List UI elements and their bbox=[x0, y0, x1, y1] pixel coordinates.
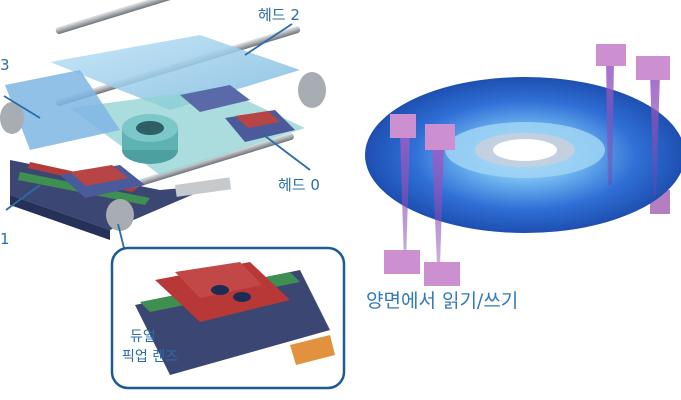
pickup-head-0-red bbox=[235, 111, 280, 128]
caption-two-sided-read-write: 양면에서 읽기/쓰기 bbox=[366, 290, 519, 312]
label-head-3: 3 bbox=[0, 56, 10, 74]
spindle-hub bbox=[136, 121, 164, 135]
teal-disc-plate bbox=[70, 88, 305, 175]
inset-connector bbox=[290, 335, 335, 365]
bracket-right bbox=[175, 177, 232, 197]
laser-beam-left-a bbox=[400, 132, 410, 262]
label-dual-lens-line2: 픽업 렌즈 bbox=[122, 349, 178, 365]
callout-line-head3 bbox=[3, 95, 41, 119]
disc-hole bbox=[493, 139, 557, 161]
label-head-0: 헤드 0 bbox=[278, 176, 320, 194]
pickup-head-1-red bbox=[70, 165, 128, 186]
rod-cap-right bbox=[298, 72, 326, 108]
label-dual-lens-line1: 듀얼 bbox=[130, 329, 156, 345]
inset-head-top bbox=[175, 262, 262, 298]
label-head-1: 1 bbox=[0, 230, 10, 248]
drive-mechanism bbox=[0, 0, 326, 240]
rod-cap-left bbox=[0, 102, 24, 134]
upper-head-left-a bbox=[390, 114, 416, 138]
callout-line-head0 bbox=[264, 135, 311, 171]
optical-disc-illustration bbox=[365, 44, 681, 286]
base-frame-side bbox=[10, 195, 110, 240]
pickup-head-2 bbox=[180, 85, 250, 112]
lower-head-left-a bbox=[384, 250, 420, 274]
callout-line-head2 bbox=[244, 23, 293, 56]
label-head-2: 헤드 2 bbox=[258, 6, 300, 24]
rod-cap-bottom bbox=[106, 199, 134, 231]
guide-rod-low bbox=[130, 133, 294, 188]
upper-plate bbox=[50, 35, 300, 110]
inset-lens-a bbox=[211, 285, 229, 295]
guide-rod-top bbox=[55, 0, 286, 34]
laser-beam-right-a bbox=[606, 60, 614, 185]
lower-head-left-b bbox=[424, 262, 460, 286]
upper-head-right-b bbox=[636, 56, 670, 80]
callout-line-inset bbox=[117, 223, 125, 249]
laser-beam-right-b bbox=[650, 74, 660, 196]
left-plate bbox=[5, 70, 120, 150]
callout-line-head1 bbox=[5, 184, 41, 211]
upper-head-left-b bbox=[425, 124, 455, 150]
inset-lens-b bbox=[233, 292, 251, 302]
laser-beam-left-b bbox=[432, 144, 444, 266]
upper-head-right-a bbox=[596, 44, 626, 66]
inset-dual-lens bbox=[110, 246, 346, 390]
